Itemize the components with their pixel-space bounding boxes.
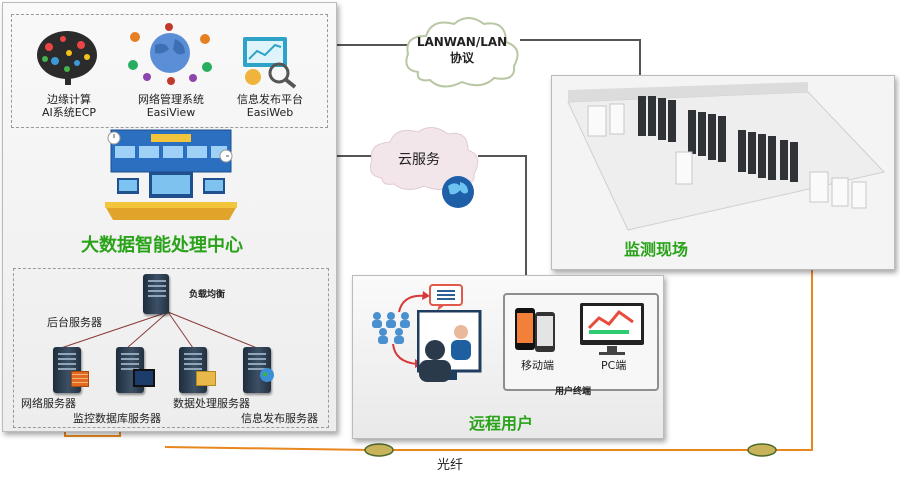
lan-line1: LANWAN/LAN <box>416 35 508 49</box>
fiber-coupler-left <box>364 443 394 457</box>
app-label-ecp: 边缘计算 AI系统ECP <box>27 93 111 119</box>
server-label-monitor-db: 监控数据库服务器 <box>73 412 161 425</box>
app-label-easiview: 网络管理系统 EasiView <box>125 93 217 119</box>
info-publish-icon <box>243 37 297 89</box>
load-balancer-label: 负载均衡 <box>189 290 226 300</box>
link-lan-site <box>520 39 641 76</box>
app-label-easiweb: 信息发布平台 EasiWeb <box>227 93 313 119</box>
app-easiweb-line2: EasiWeb <box>246 106 294 119</box>
app-ecp-line2: AI系统ECP <box>41 106 97 119</box>
monitor-screen-icon <box>133 369 155 387</box>
servers-box <box>13 268 329 428</box>
mobile-phone-icon <box>515 308 555 352</box>
lan-cloud-text: LANWAN/LAN 协议 <box>398 34 526 66</box>
clock-icon-right <box>219 149 233 163</box>
app-easiview-line2: EasiView <box>146 106 196 119</box>
fiber-coupler-right <box>747 443 777 457</box>
load-balancer-server <box>143 274 169 314</box>
link-cloud-remote <box>478 155 527 276</box>
cloud-service-text: 云服务 <box>398 152 440 168</box>
site-title: 监测现场 <box>624 240 689 259</box>
brain-icon <box>37 31 97 85</box>
network-globe-icon <box>128 23 212 85</box>
video-call-screen <box>417 310 482 382</box>
terminal-label: 用户终端 <box>555 387 592 397</box>
control-center-illustration <box>105 129 237 220</box>
server-label-info-publish: 信息发布服务器 <box>241 412 318 425</box>
arrow-up-icon <box>398 291 430 313</box>
backend-label: 后台服务器 <box>47 316 102 329</box>
site-panel: 监测现场 <box>551 75 895 270</box>
chat-bubble-icon <box>429 284 463 311</box>
server-label-data-process: 数据处理服务器 <box>173 397 250 410</box>
apps-box <box>11 14 328 128</box>
pc-label: PC端 <box>601 359 627 372</box>
clock-icon-left <box>107 131 121 145</box>
app-ecp-line1: 边缘计算 <box>47 93 91 106</box>
datacenter-title: 大数据智能处理中心 <box>81 235 243 256</box>
server-label-network: 网络服务器 <box>21 397 76 410</box>
globe-small-icon <box>260 368 274 382</box>
lan-cloud: LANWAN/LAN 协议 <box>398 12 526 92</box>
pc-monitor-icon <box>580 303 644 355</box>
folder-icon <box>196 371 216 386</box>
server-room-illustration <box>567 82 885 231</box>
cloud-service: 云服务 <box>364 120 484 212</box>
user-group-icon <box>372 312 410 344</box>
server-links <box>60 311 258 349</box>
app-easiweb-line1: 信息发布平台 <box>237 93 303 106</box>
remote-panel: 移动端 PC端 用户终端 远程用户 <box>352 275 664 439</box>
datacenter-panel: 边缘计算 AI系统ECP 网络管理系统 EasiView 信息发布平台 Easi… <box>2 2 337 432</box>
fiber-label: 光纤 <box>437 458 464 473</box>
lan-line2: 协议 <box>449 51 474 65</box>
mobile-label: 移动端 <box>521 359 554 372</box>
data-process-server <box>179 347 207 393</box>
firewall-icon <box>71 371 89 387</box>
remote-title: 远程用户 <box>469 414 534 433</box>
app-easiview-line1: 网络管理系统 <box>138 93 204 106</box>
